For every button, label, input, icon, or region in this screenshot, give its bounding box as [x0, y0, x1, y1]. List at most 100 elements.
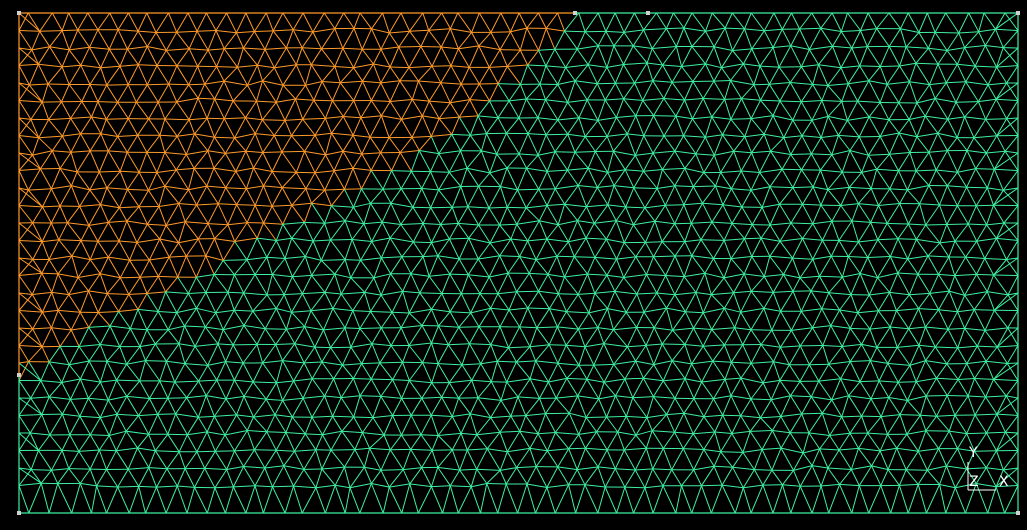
mesh-edge-green	[906, 381, 917, 401]
mesh-edge-green	[790, 395, 812, 398]
mesh-edge-orange	[18, 189, 29, 206]
mesh-edge-green	[323, 308, 334, 331]
mesh-edge-green	[661, 241, 676, 257]
mesh-edge-green	[683, 27, 693, 47]
mesh-edge-green	[993, 274, 1009, 296]
mesh-edge-orange	[159, 118, 166, 136]
mesh-edge-green	[644, 204, 666, 209]
mesh-edge-orange	[439, 116, 460, 120]
mesh-edge-green	[557, 326, 579, 330]
mesh-edge-green	[204, 451, 216, 469]
mesh-edge-orange	[389, 66, 401, 82]
mesh-edge-green	[363, 448, 371, 468]
mesh-edge-green	[283, 465, 294, 487]
mesh-edge-orange	[139, 277, 148, 294]
mesh-edge-green	[1006, 395, 1019, 399]
mesh-edge-green	[458, 116, 471, 136]
mesh-edge-green	[606, 45, 615, 68]
mesh-edge-green	[724, 327, 736, 346]
mesh-edge-green	[335, 484, 351, 489]
mesh-edge-green	[773, 290, 794, 293]
mesh-edge-orange	[57, 255, 73, 275]
mesh-edge-orange	[175, 169, 189, 190]
mesh-edge-orange	[178, 203, 197, 206]
mesh-edge-orange	[39, 12, 53, 32]
mesh-edge-green	[350, 346, 363, 364]
mesh-edge-green	[973, 119, 987, 139]
mesh-edge-orange	[88, 221, 109, 226]
mesh-edge-green	[850, 273, 861, 295]
mesh-edge-green	[470, 307, 491, 314]
mesh-edge-green	[661, 150, 676, 170]
mesh-edge-green	[751, 186, 771, 191]
mesh-edge-green	[730, 395, 742, 416]
mesh-edge-green	[926, 469, 940, 485]
mesh-edge-green	[954, 256, 967, 276]
mesh-edge-orange	[418, 136, 432, 151]
mesh-edge-green	[361, 362, 380, 365]
mesh-edge-green	[724, 238, 745, 241]
mesh-edge-green	[593, 343, 605, 366]
mesh-edge-green	[225, 395, 245, 400]
mesh-edge-orange	[527, 50, 540, 66]
mesh-edge-green	[30, 432, 50, 436]
mesh-edge-green	[291, 416, 306, 435]
mesh-edge-orange	[196, 204, 209, 224]
mesh-edge-green	[889, 310, 897, 328]
mesh-edge-green	[294, 343, 315, 348]
mesh-edge-green	[293, 378, 313, 382]
mesh-edge-green	[899, 62, 917, 67]
mesh-edge-green	[623, 32, 634, 47]
mesh-edge-green	[198, 379, 217, 382]
mesh-edge-green	[909, 345, 920, 366]
mesh-edge-orange	[285, 47, 297, 66]
mesh-edge-orange	[381, 115, 402, 120]
mesh-edge-green	[897, 238, 917, 240]
mesh-edge-green	[311, 260, 322, 276]
mesh-edge-green	[321, 468, 336, 486]
mesh-edge-green	[948, 430, 958, 449]
mesh-edge-green	[578, 117, 586, 137]
mesh-edge-orange	[106, 84, 119, 103]
mesh-edge-orange	[478, 45, 501, 51]
mesh-edge-orange	[127, 118, 139, 136]
mesh-edge-green	[730, 63, 744, 81]
mesh-edge-green	[371, 237, 391, 242]
mesh-edge-green	[545, 84, 559, 101]
mesh-edge-orange	[242, 31, 255, 49]
mesh-edge-green	[771, 447, 782, 471]
mesh-edge-green	[430, 486, 444, 514]
mesh-edge-green	[410, 256, 424, 274]
mesh-edge-green	[252, 308, 277, 312]
mesh-edge-green	[683, 398, 695, 414]
mesh-edge-green	[389, 434, 402, 451]
mesh-edge-orange	[255, 204, 273, 207]
mesh-edge-green	[431, 224, 442, 243]
mesh-edge-green	[867, 155, 878, 170]
mesh-edge-green	[681, 66, 694, 82]
mesh-edge-green	[613, 360, 636, 365]
mesh-edge-green	[57, 483, 73, 514]
mesh-edge-green	[99, 417, 110, 436]
mesh-edge-green	[107, 399, 118, 415]
mesh-edge-green	[371, 327, 382, 345]
mesh-edge-orange	[97, 222, 109, 242]
mesh-edge-green	[440, 222, 459, 225]
mesh-edge-orange	[213, 167, 236, 172]
mesh-edge-orange	[360, 115, 382, 119]
mesh-edge-green	[40, 469, 52, 484]
mesh-edge-green	[712, 360, 726, 380]
mesh-edge-green	[371, 241, 382, 259]
mesh-edge-orange	[188, 98, 199, 120]
mesh-edge-green	[585, 447, 608, 451]
mesh-edge-green	[412, 241, 424, 257]
mesh-edge-green	[51, 468, 69, 471]
mesh-edge-orange	[343, 116, 361, 119]
mesh-edge-green	[61, 450, 70, 469]
mesh-edge-green	[744, 133, 765, 138]
mesh-edge-orange	[70, 118, 82, 135]
mesh-edge-green	[606, 136, 614, 152]
mesh-edge-green	[555, 397, 570, 414]
